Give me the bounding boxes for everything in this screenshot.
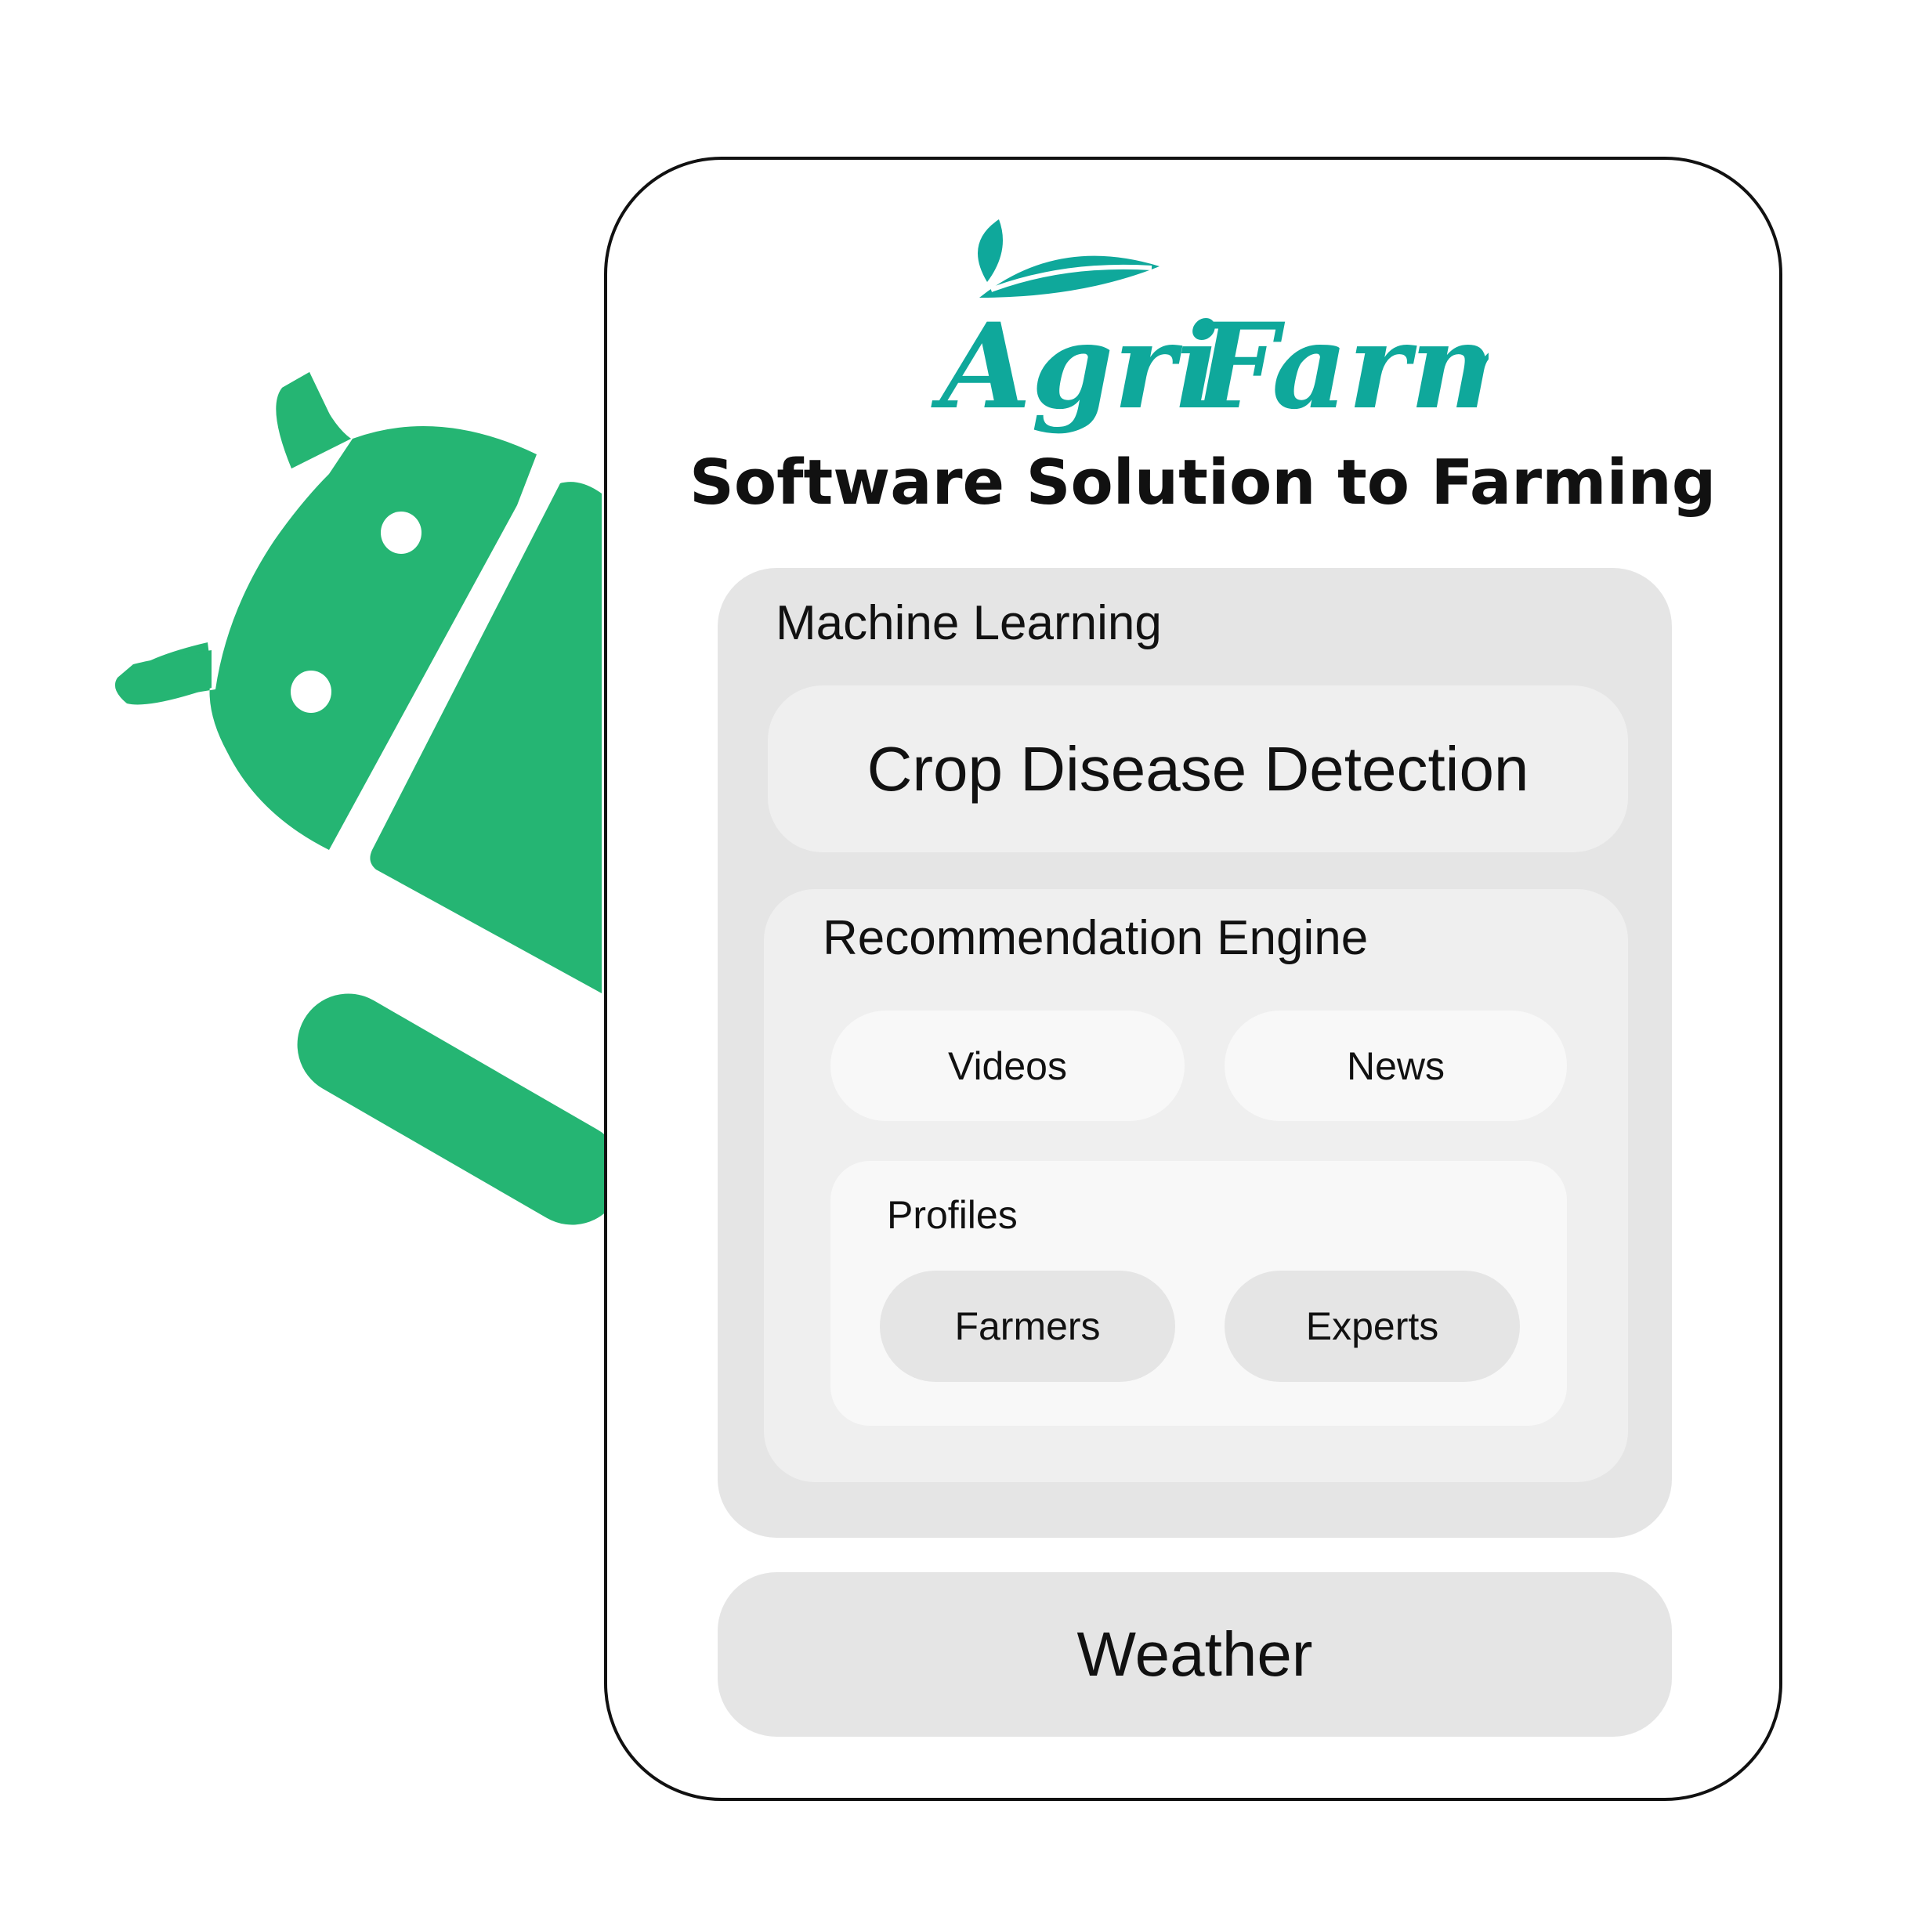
leaf-icon: [979, 255, 1160, 298]
machine-learning-label: Machine Learning: [776, 596, 1162, 650]
videos-button[interactable]: Videos: [830, 1011, 1185, 1121]
crop-disease-detection-button[interactable]: Crop Disease Detection: [768, 685, 1628, 852]
recommendation-engine-label: Recommendation Engine: [823, 911, 1369, 965]
news-button[interactable]: News: [1225, 1011, 1567, 1121]
logo-word-farm: Farm: [1192, 298, 1489, 436]
experts-button[interactable]: Experts: [1225, 1271, 1520, 1382]
leaf-icon: [978, 219, 1003, 282]
logo-word-agri: Agri: [931, 298, 1220, 436]
page-subtitle: Software Solution to Farming: [689, 447, 1717, 519]
weather-button[interactable]: Weather: [718, 1572, 1672, 1737]
profiles-label: Profiles: [887, 1193, 1018, 1237]
farmers-button[interactable]: Farmers: [880, 1271, 1175, 1382]
agri-farm-logo: Agri Farm: [931, 219, 1489, 436]
